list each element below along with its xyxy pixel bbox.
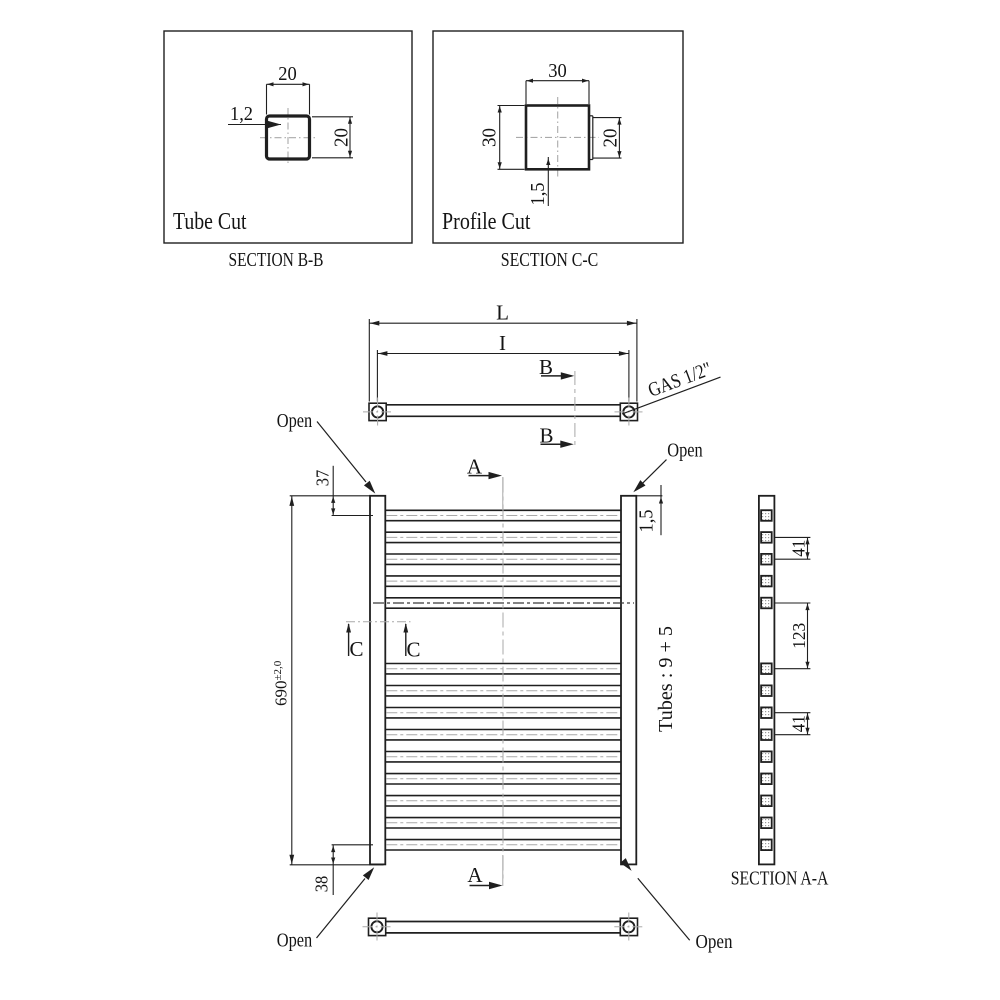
svg-text:I: I: [499, 331, 506, 355]
svg-text:Open: Open: [696, 931, 733, 953]
svg-text:SECTION A-A: SECTION A-A: [731, 869, 829, 890]
svg-text:38: 38: [312, 876, 332, 893]
svg-text:Open: Open: [667, 439, 703, 461]
svg-text:1,5: 1,5: [636, 510, 658, 533]
svg-text:A: A: [467, 455, 483, 479]
svg-text:20: 20: [331, 128, 353, 147]
svg-text:SECTION C-C: SECTION C-C: [501, 250, 599, 271]
svg-text:41: 41: [789, 540, 809, 557]
svg-text:Profile Cut: Profile Cut: [442, 209, 531, 235]
svg-text:Tubes : 9 + 5: Tubes : 9 + 5: [655, 626, 677, 732]
svg-text:37: 37: [313, 470, 333, 487]
svg-text:B: B: [539, 355, 553, 379]
svg-text:GAS 1/2": GAS 1/2": [645, 358, 715, 402]
svg-text:20: 20: [600, 129, 622, 148]
svg-text:123: 123: [789, 623, 809, 649]
svg-text:20: 20: [278, 63, 297, 85]
svg-text:690±2,0: 690±2,0: [272, 660, 291, 706]
svg-text:SECTION B-B: SECTION B-B: [229, 250, 324, 271]
svg-text:Open: Open: [277, 410, 313, 432]
svg-text:1,5: 1,5: [527, 183, 549, 206]
svg-text:B: B: [539, 424, 553, 448]
svg-text:L: L: [496, 301, 509, 325]
svg-text:30: 30: [548, 60, 567, 82]
svg-text:30: 30: [479, 128, 501, 147]
svg-text:Tube Cut: Tube Cut: [173, 209, 247, 235]
svg-text:A: A: [467, 863, 483, 887]
svg-text:Open: Open: [277, 930, 313, 952]
svg-text:C: C: [349, 637, 363, 661]
svg-text:1,2: 1,2: [230, 103, 253, 125]
svg-text:41: 41: [789, 715, 809, 732]
svg-text:C: C: [406, 638, 420, 662]
